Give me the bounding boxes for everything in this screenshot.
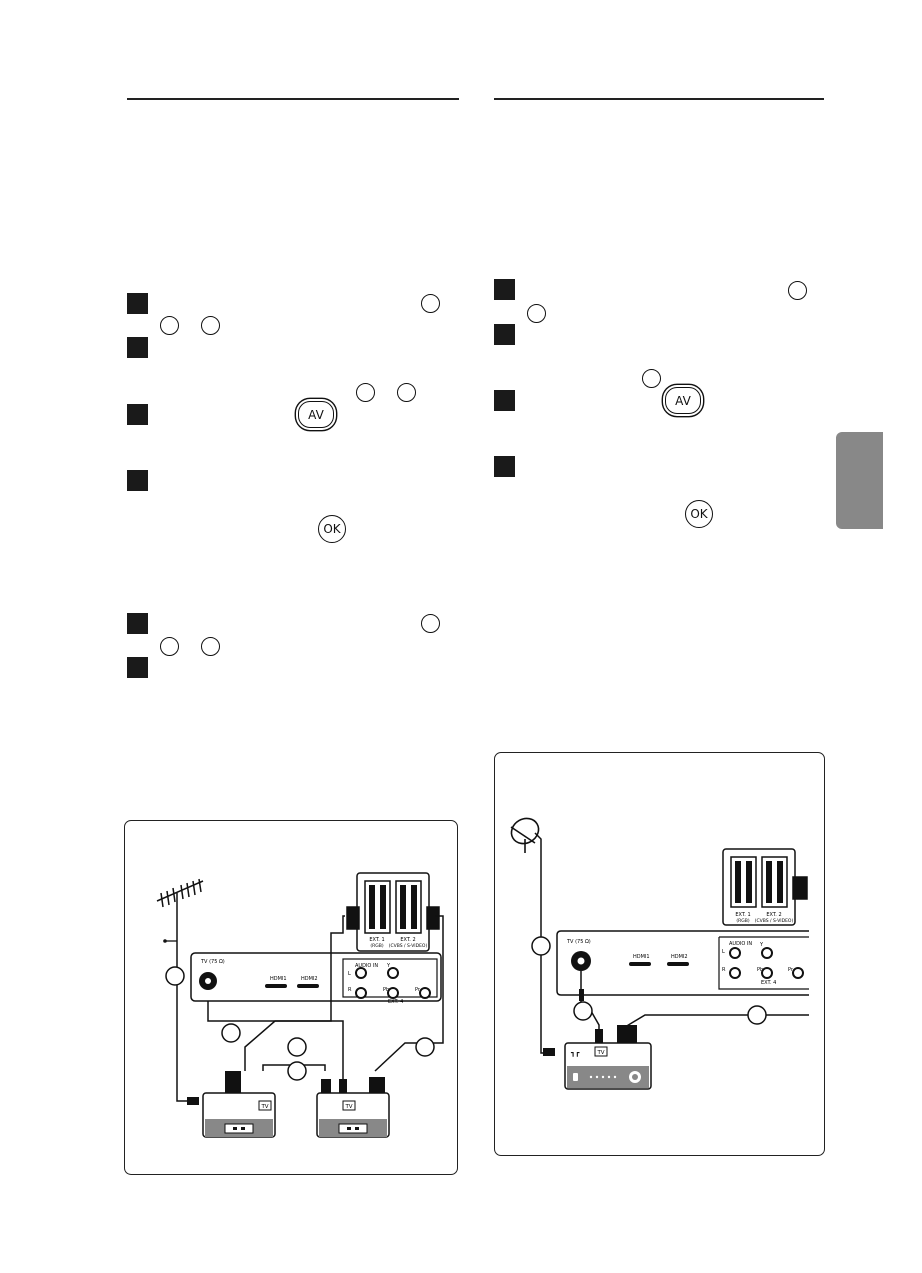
hdmi2-label: HDMI2 <box>671 954 688 960</box>
left-column-header-rule <box>127 98 459 100</box>
right-column-header-rule <box>494 98 824 100</box>
svg-text:┓┏: ┓┏ <box>571 1049 580 1057</box>
remote-button-icon <box>788 281 807 300</box>
cable-marker-1 <box>531 936 551 956</box>
step-marker <box>127 337 148 358</box>
remote-button-icon <box>421 614 440 633</box>
cable-marker-3 <box>287 1037 307 1057</box>
step-marker <box>127 657 148 678</box>
remote-button-icon <box>356 383 375 402</box>
audio-r-label: R <box>348 987 352 993</box>
cable-marker-1 <box>165 966 185 986</box>
cable-marker-2 <box>573 1001 593 1021</box>
ext1-sub-label: (RGB) <box>736 918 749 924</box>
hdmi2-label: HDMI2 <box>301 976 318 982</box>
ext4-label: EXT. 4 <box>761 980 776 986</box>
cable-marker-2 <box>221 1023 241 1043</box>
ok-key-icon: OK <box>318 515 346 543</box>
hdmi1-label: HDMI1 <box>270 976 287 982</box>
audio-l-label: L <box>348 971 351 977</box>
audio-in-label: AUDIO IN <box>355 963 378 969</box>
remote-button-icon <box>397 383 416 402</box>
cable-marker-5 <box>415 1037 435 1057</box>
step-marker <box>127 470 148 491</box>
av-key-icon: AV <box>665 387 701 414</box>
left-diagram-svg: EXT. 1 (RGB) EXT. 2 (CVBS / S-VIDEO) TV … <box>156 872 444 1138</box>
step-marker <box>127 613 148 634</box>
tv-badge-label: TV <box>260 1104 268 1110</box>
remote-button-icon <box>642 369 661 388</box>
remote-button-icon <box>160 316 179 335</box>
step-marker <box>127 293 148 314</box>
ext2-sub-label: (CVBS / S-VIDEO) <box>389 943 428 949</box>
ext2-label: EXT. 2 <box>400 937 415 943</box>
satellite-receiver-icon: ┓┏ TV <box>543 1025 652 1090</box>
tv-back-panel <box>190 952 442 1002</box>
remote-button-icon <box>201 316 220 335</box>
step-marker <box>494 324 515 345</box>
y-label: Y <box>386 963 391 969</box>
remote-button-icon <box>160 637 179 656</box>
recorder-2-icon: TV <box>316 1077 390 1138</box>
ok-key-icon: OK <box>685 500 713 528</box>
ext1-label: EXT. 1 <box>369 937 384 943</box>
y-label: Y <box>759 942 764 948</box>
remote-button-icon <box>527 304 546 323</box>
recorder-1-icon: TV <box>187 1079 276 1138</box>
step-marker <box>494 456 515 477</box>
ext2-sub-label: (CVBS / S-VIDEO) <box>755 918 794 924</box>
left-connection-diagram: EXT. 1 (RGB) EXT. 2 (CVBS / S-VIDEO) TV … <box>124 820 458 1175</box>
hdmi1-label: HDMI1 <box>633 954 650 960</box>
audio-r-label: R <box>722 967 726 973</box>
audio-l-label: L <box>722 949 725 955</box>
scart-connector-panel <box>722 848 808 926</box>
pr-label: Pr <box>788 967 794 973</box>
step-marker <box>127 404 148 425</box>
remote-button-icon <box>201 637 220 656</box>
cable-marker-3 <box>747 1005 767 1025</box>
pb-label: Pb <box>757 967 763 973</box>
ext1-sub-label: (RGB) <box>370 943 383 949</box>
cable-marker-4 <box>287 1061 307 1081</box>
step-marker <box>494 279 515 300</box>
scart-connector-panel <box>346 872 440 952</box>
tv-in-label: TV (75 Ω) <box>200 959 225 965</box>
tv-badge-label: TV <box>596 1050 604 1056</box>
ext1-label: EXT. 1 <box>735 912 750 918</box>
remote-button-icon <box>421 294 440 313</box>
pr-label: Pr <box>415 987 421 993</box>
step-marker <box>494 390 515 411</box>
ext2-label: EXT. 2 <box>766 912 781 918</box>
av-key-icon: AV <box>298 401 334 428</box>
tv-badge-label-2: TV <box>344 1104 352 1110</box>
pb-label: Pb <box>383 987 389 993</box>
right-diagram-svg: EXT. 1 (RGB) EXT. 2 (CVBS / S-VIDEO) TV … <box>510 817 809 1090</box>
ext4-label: EXT. 4 <box>388 999 403 1005</box>
audio-in-label: AUDIO IN <box>729 941 752 947</box>
right-connection-diagram: EXT. 1 (RGB) EXT. 2 (CVBS / S-VIDEO) TV … <box>494 752 825 1156</box>
language-tab <box>836 432 883 529</box>
tv-in-label: TV (75 Ω) <box>566 939 591 945</box>
satellite-dish-icon <box>510 817 540 853</box>
